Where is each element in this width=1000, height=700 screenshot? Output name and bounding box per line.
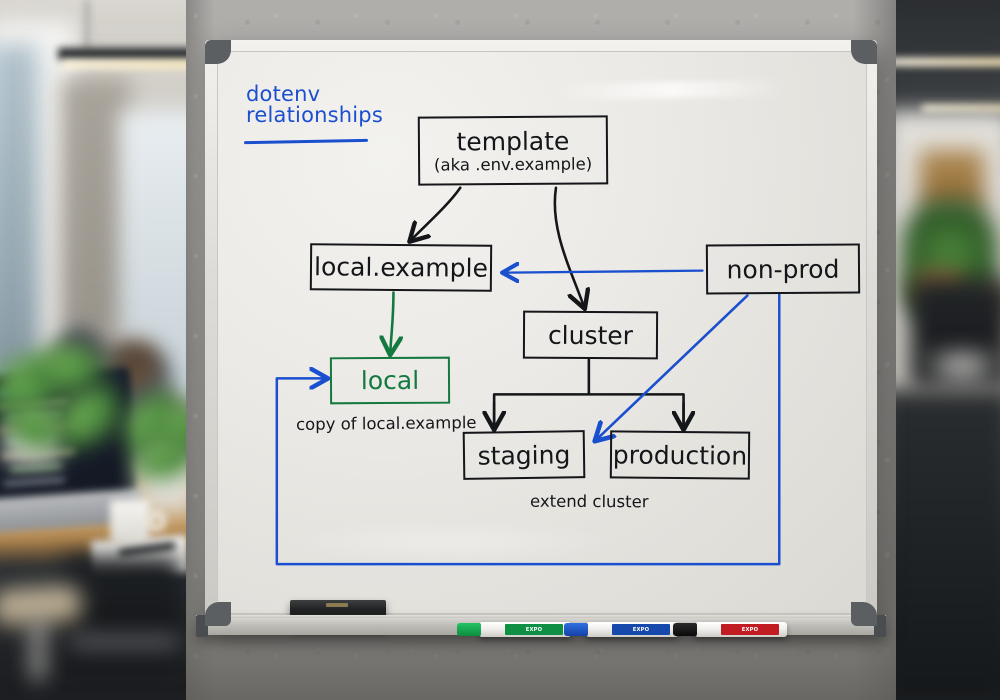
whiteboard: dotenv relationships — [205, 40, 877, 626]
office-left-area — [0, 0, 196, 700]
mug-handle — [146, 510, 166, 532]
caption-copy-of-local-example: copy of local.example — [295, 413, 477, 434]
light-glare — [269, 522, 630, 562]
edge-template-to-cluster — [553, 186, 583, 304]
node-label: production — [612, 439, 748, 471]
acoustic-panel — [62, 78, 130, 328]
caption-extend-cluster: extend cluster — [529, 491, 649, 512]
chair-post — [32, 618, 44, 680]
marker-green[interactable]: EXPO — [457, 622, 571, 637]
tray-end-cap — [874, 615, 886, 637]
whiteboard-surface: dotenv relationships — [217, 51, 867, 614]
ceiling-light-tube — [922, 105, 1000, 112]
marker-blue[interactable]: EXPO — [564, 622, 678, 637]
marker-brand-label: EXPO — [612, 624, 670, 635]
edge-nonprod-to-local-example — [507, 271, 704, 273]
diagram-node-template[interactable]: template (aka .env.example) — [417, 115, 609, 186]
marker-tray-lip — [196, 615, 886, 620]
marker-brand-label: EXPO — [505, 624, 563, 635]
chair-base — [68, 636, 180, 648]
frame-corner-cap — [851, 40, 877, 64]
diagram-node-production[interactable]: production — [609, 430, 751, 480]
board-title-line-1: dotenv — [246, 82, 321, 106]
node-label: non-prod — [726, 254, 840, 284]
frame-corner-cap — [205, 602, 231, 626]
edge-cluster-split — [492, 358, 685, 425]
node-label: local.example — [313, 252, 489, 283]
marker-cap — [457, 623, 481, 636]
headphones — [104, 352, 164, 382]
diagram-node-staging[interactable]: staging — [462, 430, 586, 480]
marker-brand-label: EXPO — [721, 624, 779, 635]
board-title-underline — [243, 138, 369, 145]
node-label: staging — [477, 439, 571, 471]
board-title-line-2: relationships — [246, 103, 383, 128]
edge-template-to-local-example — [413, 186, 462, 238]
marker-black[interactable]: EXPO — [673, 622, 787, 637]
window-mullion — [14, 46, 20, 456]
light-glare — [554, 79, 786, 101]
right-floor — [882, 392, 1000, 700]
diagram-node-local-example[interactable]: local.example — [309, 243, 493, 292]
pendant-light-bar — [58, 48, 196, 60]
node-sublabel: (aka .env.example) — [433, 154, 593, 175]
frame-corner-cap — [851, 602, 877, 626]
diagram-node-non-prod[interactable]: non-prod — [705, 243, 861, 295]
eraser-label — [326, 603, 348, 607]
edge-local-example-to-local — [390, 291, 393, 350]
diagram-node-local[interactable]: local — [329, 356, 451, 405]
node-label: template — [456, 126, 570, 156]
office-right-area — [882, 0, 1000, 700]
marker-cap — [673, 623, 697, 636]
pendant-wire — [86, 0, 88, 50]
ceiling-light-tube — [888, 58, 1000, 66]
node-label: cluster — [547, 320, 634, 350]
diagram-node-cluster[interactable]: cluster — [522, 310, 659, 360]
node-label: local — [360, 365, 420, 396]
frame-corner-cap — [205, 40, 231, 64]
right-chair-base — [916, 352, 1000, 398]
board-title: dotenv relationships — [246, 82, 383, 128]
pendant-light-glow — [62, 60, 194, 69]
marker-cap — [564, 623, 588, 636]
right-ceiling — [882, 0, 1000, 110]
